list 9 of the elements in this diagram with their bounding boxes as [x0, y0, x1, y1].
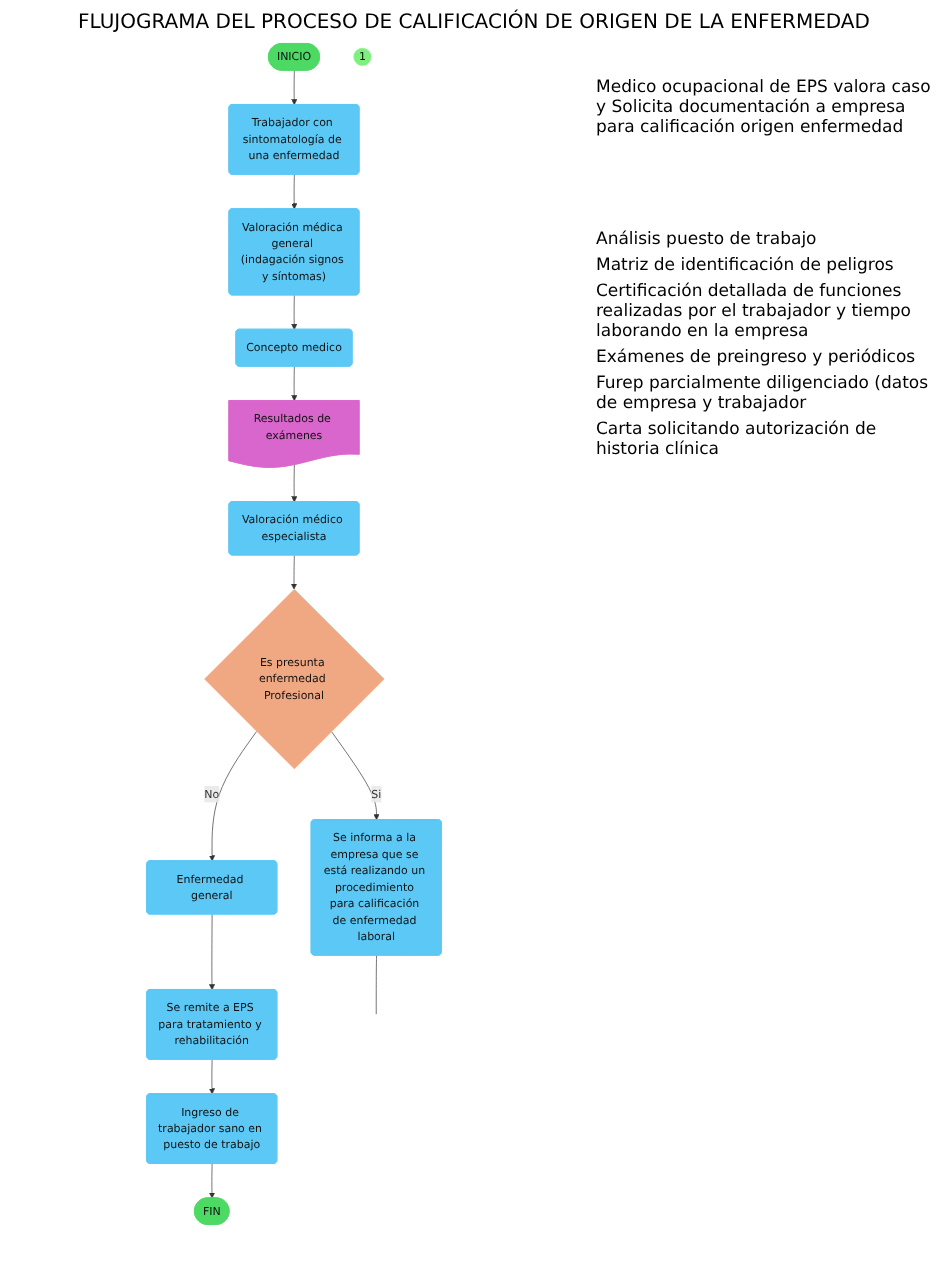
list-item: Exámenes de preingreso y periódicos	[596, 348, 918, 368]
list-item: Carta solicitando autorización de historia clínica	[596, 420, 879, 460]
diagram-title: FLUJOGRAMA DEL PROCESO DE CALIFICACIÓN DE ORIGEN DE LA ENFERMEDAD	[76, 12, 872, 34]
note-text: Medico ocupacional de EPS valora caso y Solicita documentación a empresa para calificación origen enfermedad	[596, 78, 933, 138]
list-item: Análisis puesto de trabajo	[596, 230, 819, 250]
list-item: Matriz de identificación de peligros	[596, 256, 896, 276]
list-item: Furep parcialmente diligenciado (datos de empresa y trabajador	[596, 374, 931, 414]
connector	[375, 955, 377, 1015]
list-item: Certificación detallada de funciones realizadas por el trabajador y tiempo laborando en la empresa	[596, 282, 913, 342]
